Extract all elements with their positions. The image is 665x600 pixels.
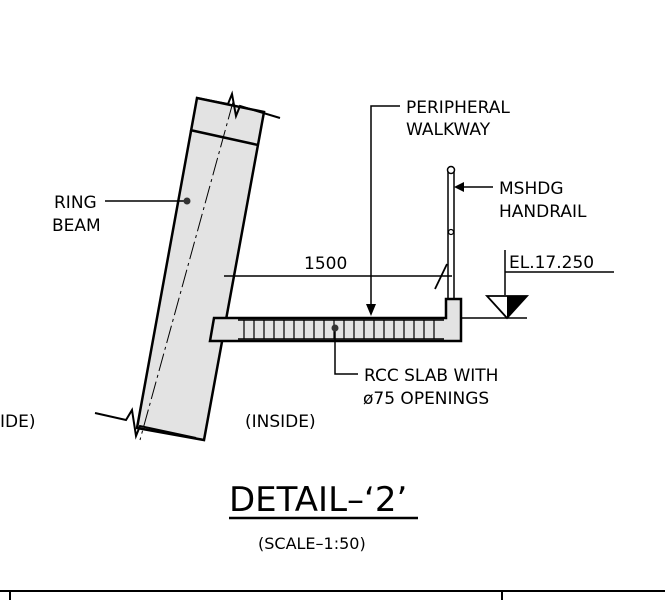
- label-inside: (INSIDE): [245, 412, 316, 432]
- label-beam: BEAM: [52, 216, 101, 236]
- label-ring: RING: [54, 193, 97, 213]
- dimension-line: [224, 263, 452, 290]
- slab-openings: [243, 320, 435, 339]
- label-mshdg: MSHDG: [499, 179, 564, 199]
- leaders: [105, 105, 493, 375]
- detail-scale: (SCALE–1:50): [258, 534, 366, 553]
- ring-beam-dot: [183, 197, 191, 205]
- label-openings: ø75 OPENINGS: [363, 389, 489, 409]
- title-block-border: [0, 590, 665, 600]
- label-peripheral: PERIPHERAL: [406, 98, 510, 118]
- handrail-post: [446, 165, 456, 299]
- elevation-marker: [461, 250, 614, 320]
- elevation-label: EL.17.250: [509, 253, 594, 273]
- dimension-value: 1500: [304, 254, 347, 274]
- label-walkway: WALKWAY: [406, 120, 491, 140]
- slab-dot: [331, 324, 339, 332]
- ring-beam-wall: [94, 90, 281, 442]
- walkway-slab: [208, 297, 463, 343]
- label-rcc-slab: RCC SLAB WITH: [364, 366, 498, 386]
- detail-title: DETAIL–‘2’: [229, 480, 407, 520]
- label-outside: IDE): [0, 412, 35, 432]
- label-handrail: HANDRAIL: [499, 202, 587, 222]
